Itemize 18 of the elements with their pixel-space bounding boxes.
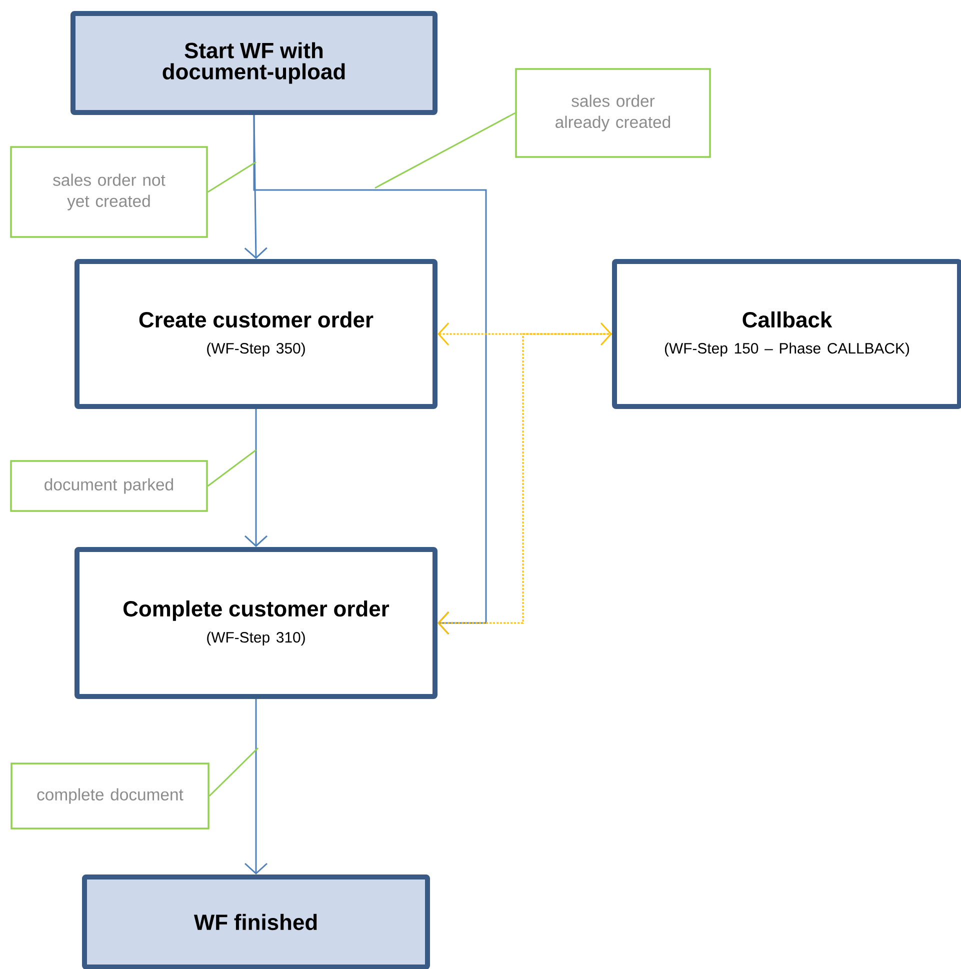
callout-box: sales order not yet created [10,146,208,238]
start-box: Start WF with document-upload [70,11,438,115]
process-box: Create customer order (WF-Step 350) [74,259,438,409]
end-box: WF finished [82,874,430,969]
leader-line [207,161,256,193]
leader-line [207,449,256,487]
arrow [438,322,612,346]
callout-box: sales order already created [515,68,711,158]
arrow [438,333,612,634]
arrow [244,409,268,547]
callout-box: complete document [10,762,210,830]
callout-box: document parked [10,460,208,512]
leader-line [374,112,516,189]
leader-line [208,747,259,797]
arrow [244,115,268,259]
arrow [244,699,268,874]
process-box: Complete customer order (WF-Step 310) [74,547,438,699]
process-box: Callback (WF-Step 150 – Phase CALLBACK) [612,259,961,409]
